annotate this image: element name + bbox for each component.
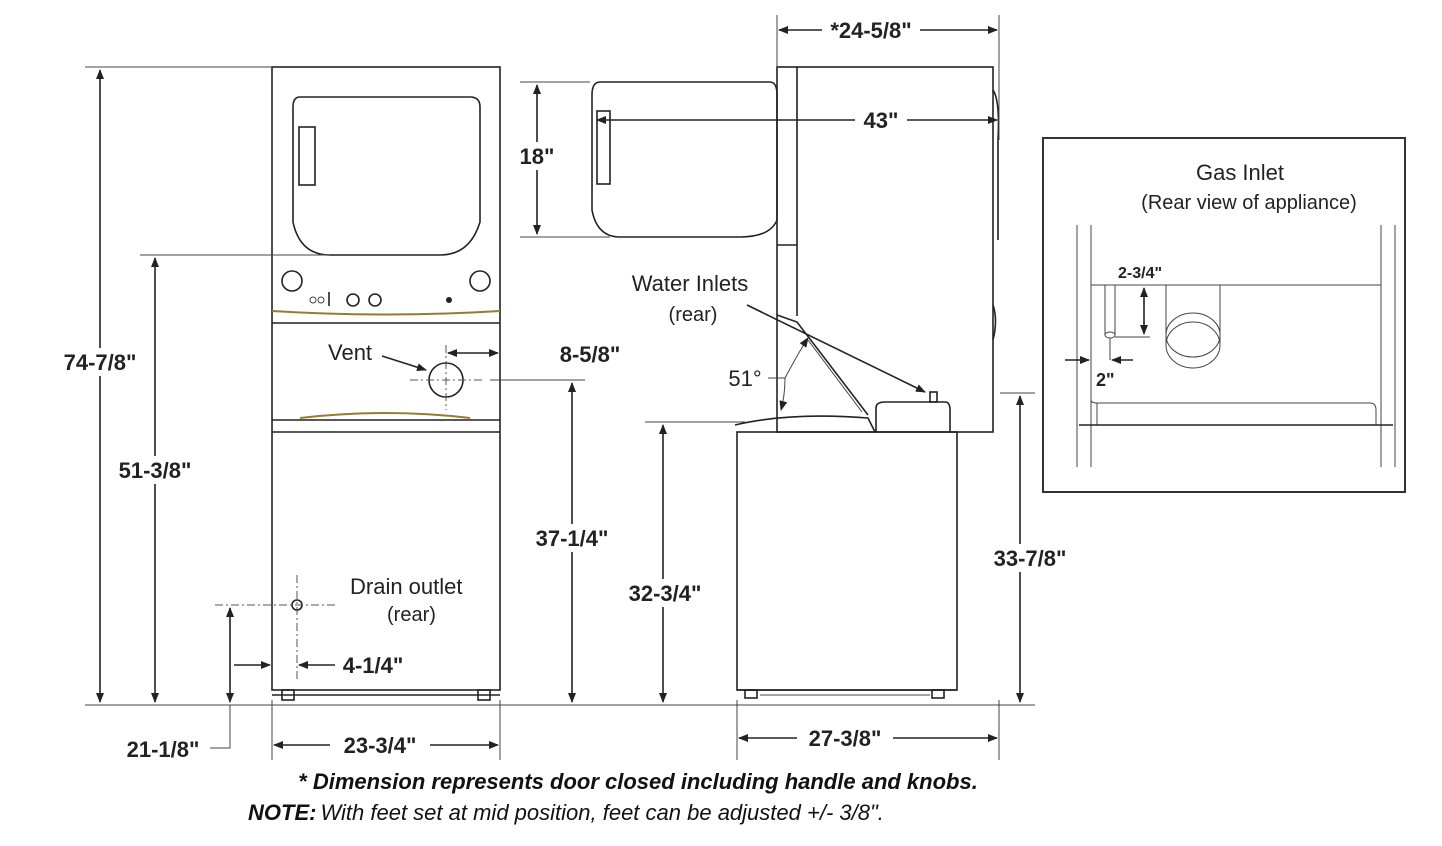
- water-inlets-label: Water Inlets: [632, 271, 749, 296]
- gas-vertical-offset-label: 2-3/4": [1118, 265, 1162, 282]
- footnotes: * Dimension represents door closed inclu…: [248, 769, 978, 825]
- gas-inlet-subtitle: (Rear view of appliance): [1141, 192, 1357, 214]
- front-view: [215, 66, 501, 701]
- vent-duct-icon: [1165, 321, 1221, 369]
- height-dryer-label: 51-3/8": [119, 458, 192, 483]
- drain-height-label: 21-1/8": [127, 737, 200, 762]
- water-inlets-sublabel: (rear): [669, 304, 718, 326]
- depth-closed-label: *24-5/8": [830, 18, 911, 43]
- note-text: With feet set at mid position, feet can …: [320, 800, 883, 825]
- side-dimensions: 18" *24-5/8" 43" Water Inlets (rear) 51°…: [510, 15, 1077, 760]
- width-label: 23-3/4": [344, 733, 417, 758]
- dryer-door-open: [591, 81, 778, 238]
- knob-right: [469, 270, 491, 292]
- lid-angle-label: 51°: [728, 366, 761, 391]
- knob-left: [281, 270, 303, 292]
- dryer-door: [292, 96, 481, 256]
- drain-offset-label: 4-1/4": [343, 653, 404, 678]
- drain-label: Drain outlet: [350, 574, 463, 599]
- door-height-label: 18": [520, 144, 555, 169]
- gas-horizontal-offset-label: 2": [1096, 370, 1115, 390]
- washer-depth-label: 27-3/8": [809, 726, 882, 751]
- vent-offset-label: 8-5/8": [560, 342, 621, 367]
- depth-open-label: 43": [864, 108, 899, 133]
- washer-body-height-label: 33-7/8": [994, 546, 1067, 571]
- gas-inlet-inset: Gas Inlet (Rear view of appliance) 2-3/4…: [1042, 137, 1406, 493]
- vent-label: Vent: [328, 340, 372, 365]
- note-line-2: NOTE:With feet set at mid position, feet…: [248, 800, 884, 825]
- washer-height-label: 32-3/4": [629, 581, 702, 606]
- front-dimensions: 74-7/8" 51-3/8" 21-1/8" 4-1/4" 23-3/4" 8…: [50, 66, 1035, 762]
- drain-sublabel: (rear): [387, 604, 436, 626]
- note-label: NOTE:: [248, 800, 316, 825]
- vent-height-label: 37-1/4": [536, 526, 609, 551]
- note-line-1: * Dimension represents door closed inclu…: [298, 769, 978, 794]
- height-total-label: 74-7/8": [64, 350, 137, 375]
- gas-pipe-icon: [1104, 331, 1116, 339]
- side-view: [591, 66, 1000, 699]
- gas-inlet-title: Gas Inlet: [1196, 160, 1284, 185]
